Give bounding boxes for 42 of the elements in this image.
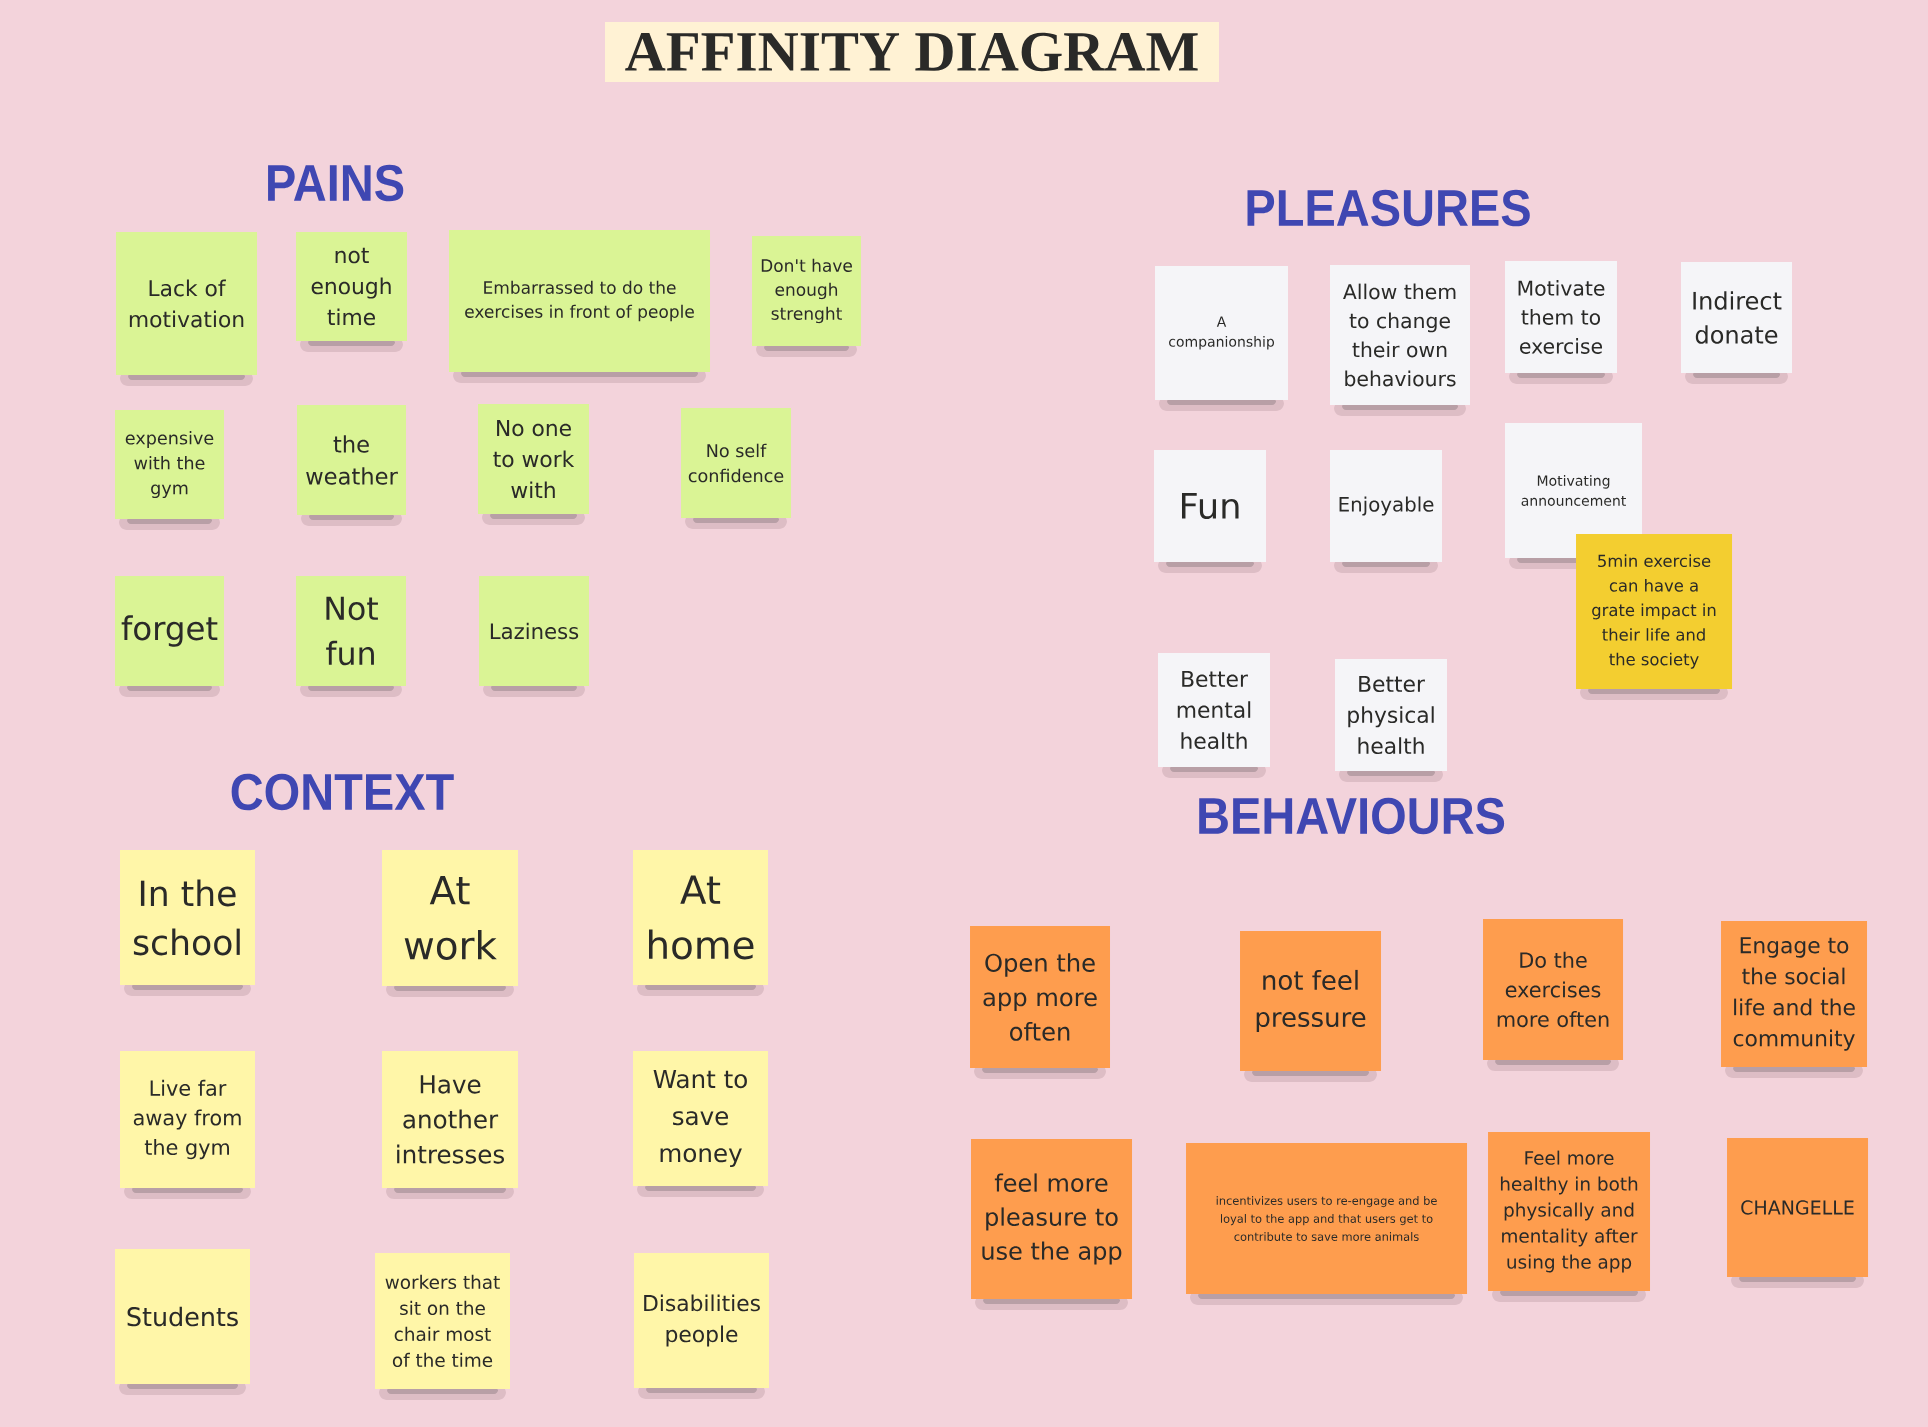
sticky-note: not feel pressure: [1240, 931, 1381, 1082]
sticky-note: Allow them to change their own behaviours: [1330, 265, 1470, 416]
sticky-note: Engage to the social life and the community: [1721, 921, 1867, 1078]
sticky-note: Feel more healthy in both physically and mentality after using the app: [1488, 1132, 1650, 1302]
sticky-note: CHANGELLE: [1727, 1138, 1868, 1288]
sticky-note: the weather: [297, 405, 406, 526]
sticky-note: Disabilities people: [634, 1253, 769, 1399]
sticky-note: Indirect donate: [1681, 262, 1792, 384]
title: AFFINITY DIAGRAM: [605, 22, 1219, 82]
sticky-note: Lack of motivation: [116, 232, 257, 386]
sticky-note: forget: [115, 576, 224, 697]
sticky-note: No self confidence: [681, 408, 791, 529]
sticky-note: incentivizes users to re-engage and be loyal to the app and that users get to contribute to save more animals: [1186, 1143, 1467, 1305]
sticky-note: expensive with the gym: [115, 410, 224, 530]
sticky-note: Motivate them to exercise: [1505, 261, 1617, 384]
sticky-note: Don't have enough strenght: [752, 236, 861, 357]
sticky-note: workers that sit on the chair most of the time: [375, 1253, 510, 1400]
sticky-note: Fun: [1154, 450, 1266, 573]
group-heading: BEHAVIOURS: [1199, 797, 1505, 835]
sticky-note: In the school: [120, 850, 255, 996]
sticky-note: Better physical health: [1335, 659, 1447, 782]
group-heading: PAINS: [268, 164, 404, 202]
group-heading: CONTEXT: [231, 773, 454, 811]
group-heading: PLEASURES: [1247, 189, 1530, 227]
sticky-note: 5min exercise can have a grate impact in their life and the society: [1576, 534, 1732, 700]
sticky-note: feel more pleasure to use the app: [971, 1139, 1132, 1310]
sticky-note: No one to work with: [478, 404, 589, 525]
sticky-note: Embarrassed to do the exercises in front of people: [449, 230, 710, 383]
sticky-note: A companionship: [1155, 266, 1288, 411]
sticky-note: Do the exercises more often: [1483, 919, 1623, 1071]
sticky-note: At home: [633, 850, 768, 996]
sticky-note: Live far away from the gym: [120, 1051, 255, 1199]
sticky-note: Have another intresses: [382, 1051, 518, 1199]
sticky-note: not enough time: [296, 232, 407, 352]
sticky-note: Enjoyable: [1330, 450, 1442, 573]
sticky-note: Not fun: [296, 576, 406, 697]
sticky-note: Laziness: [479, 576, 589, 697]
sticky-note: At work: [382, 850, 518, 997]
sticky-note: Open the app more often: [970, 926, 1110, 1079]
sticky-note: Better mental health: [1158, 653, 1270, 778]
sticky-note: Want to save money: [633, 1051, 768, 1197]
sticky-note: Students: [115, 1249, 250, 1395]
